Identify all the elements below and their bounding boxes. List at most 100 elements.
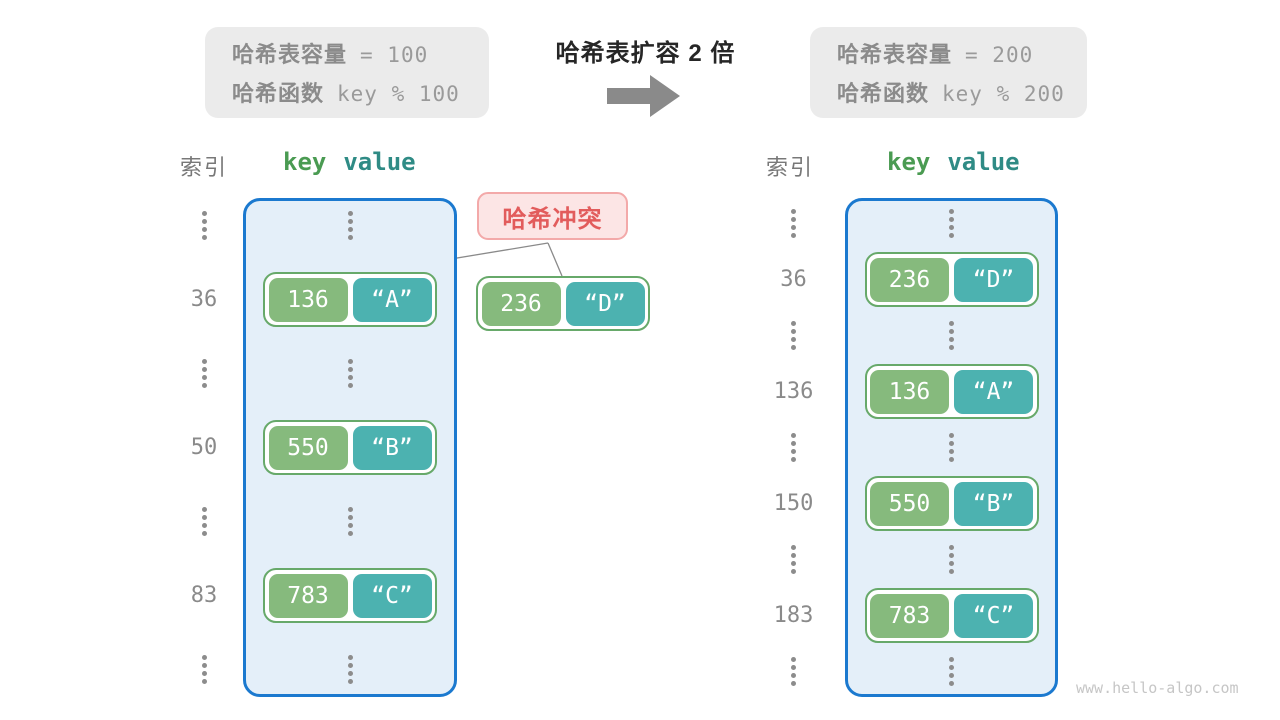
ellipsis-dots xyxy=(949,209,954,238)
bucket-slot: 136“A” xyxy=(845,364,1058,419)
ellipsis-dots xyxy=(201,211,207,240)
hash-function-line: 哈希函数 key % 100 xyxy=(232,76,489,108)
capacity-line: 哈希表容量 = 100 xyxy=(232,37,489,69)
ellipsis-dots xyxy=(791,545,796,574)
ellipsis-dots xyxy=(791,657,796,686)
bucket-slot xyxy=(845,433,1058,462)
index-column-header: 索引 xyxy=(179,155,228,180)
index-label xyxy=(165,655,243,684)
hash-function-line: 哈希函数 key % 200 xyxy=(837,76,1087,108)
index-label: 36 xyxy=(780,267,807,292)
bucket-slot xyxy=(845,657,1058,686)
capacity-line: 哈希表容量 = 200 xyxy=(837,37,1087,69)
table-row xyxy=(742,433,1058,462)
bucket-rows: 36 136“A” 50 550“B” 83 783“C” xyxy=(165,198,457,697)
ellipsis-dots xyxy=(791,321,796,350)
index-label: 36 xyxy=(190,287,218,312)
ellipsis-dots xyxy=(347,359,353,388)
index-label xyxy=(742,321,845,350)
capacity-label: 哈希表容量 xyxy=(837,42,953,67)
table-row: 150 550“B” xyxy=(742,476,1058,531)
hash-function-value: key % 200 xyxy=(942,82,1065,106)
key-value-pair: 236“D” xyxy=(864,252,1039,307)
hash-table-before: 36 136“A” 50 550“B” 83 783“C” xyxy=(165,198,457,697)
index-label xyxy=(742,657,845,686)
table-row xyxy=(742,657,1058,686)
table-row: 50 550“B” xyxy=(165,420,457,475)
value-pill: “A” xyxy=(954,369,1033,414)
bucket-slot xyxy=(243,507,457,536)
bucket-slot: 136“A” xyxy=(243,272,457,327)
table-row xyxy=(165,507,457,536)
key-value-pair: 550“B” xyxy=(263,420,437,475)
hash-function-label: 哈希函数 xyxy=(837,81,930,106)
value-pill: “B” xyxy=(352,425,432,470)
hash-function-label: 哈希函数 xyxy=(232,81,325,106)
table-row xyxy=(742,545,1058,574)
index-label: 136 xyxy=(773,379,814,404)
bucket-slot: 236“D” xyxy=(845,252,1058,307)
ellipsis-dots xyxy=(201,655,207,684)
index-label: 83 xyxy=(190,583,218,608)
value-pill: “C” xyxy=(954,593,1033,638)
table-row: 36 236“D” xyxy=(742,252,1058,307)
table-row: 36 136“A” xyxy=(165,272,457,327)
bucket-slot xyxy=(845,209,1058,238)
key-value-column-header: key value xyxy=(887,148,1020,176)
key-value-pair: 783“C” xyxy=(864,588,1039,643)
table-row: 83 783“C” xyxy=(165,568,457,623)
ellipsis-dots xyxy=(949,545,954,574)
ellipsis-dots xyxy=(949,433,954,462)
index-label xyxy=(742,433,845,462)
key-pill: 550 xyxy=(870,481,949,526)
table-row: 183 783“C” xyxy=(742,588,1058,643)
hash-function-value: key % 100 xyxy=(337,82,460,106)
index-label xyxy=(165,507,243,536)
capacity-label: 哈希表容量 xyxy=(232,42,348,67)
capacity-value: = 200 xyxy=(965,43,1034,67)
key-pill: 783 xyxy=(268,573,348,618)
value-column-header: value xyxy=(343,148,416,176)
key-pill: 236 xyxy=(481,281,561,326)
key-value-pair: 136“A” xyxy=(263,272,437,327)
key-pill: 236 xyxy=(870,257,949,302)
key-value-pair: 783“C” xyxy=(263,568,437,623)
ellipsis-dots xyxy=(347,211,353,240)
key-pill: 783 xyxy=(870,593,949,638)
expand-title: 哈希表扩容 2 倍 xyxy=(555,40,736,67)
right-arrow-icon xyxy=(607,75,680,117)
ellipsis-dots xyxy=(201,507,207,536)
table-row xyxy=(165,359,457,388)
index-label xyxy=(742,209,845,238)
bucket-slot xyxy=(243,211,457,240)
key-column-header: key xyxy=(887,148,931,176)
ellipsis-dots xyxy=(791,433,796,462)
index-label: 183 xyxy=(773,603,814,628)
bucket-slot: 783“C” xyxy=(243,568,457,623)
index-column-header: 索引 xyxy=(765,155,814,180)
table-row xyxy=(165,211,457,240)
ellipsis-dots xyxy=(949,657,954,686)
ellipsis-dots xyxy=(201,359,207,388)
index-label: 150 xyxy=(773,491,814,516)
value-pill: “D” xyxy=(565,281,645,326)
colliding-key-value-pair: 236 “D” xyxy=(476,276,650,331)
value-column-header: value xyxy=(947,148,1020,176)
bucket-slot xyxy=(243,655,457,684)
capacity-before-box: 哈希表容量 = 100 哈希函数 key % 100 xyxy=(205,27,489,118)
key-pill: 136 xyxy=(870,369,949,414)
index-label xyxy=(742,545,845,574)
table-row xyxy=(742,321,1058,350)
key-value-pair: 550“B” xyxy=(864,476,1039,531)
bucket-slot xyxy=(243,359,457,388)
ellipsis-dots xyxy=(347,507,353,536)
index-label xyxy=(165,211,243,240)
bucket-slot xyxy=(845,545,1058,574)
ellipsis-dots xyxy=(347,655,353,684)
index-label: 50 xyxy=(190,435,218,460)
site-watermark: www.hello-algo.com xyxy=(1076,679,1239,697)
